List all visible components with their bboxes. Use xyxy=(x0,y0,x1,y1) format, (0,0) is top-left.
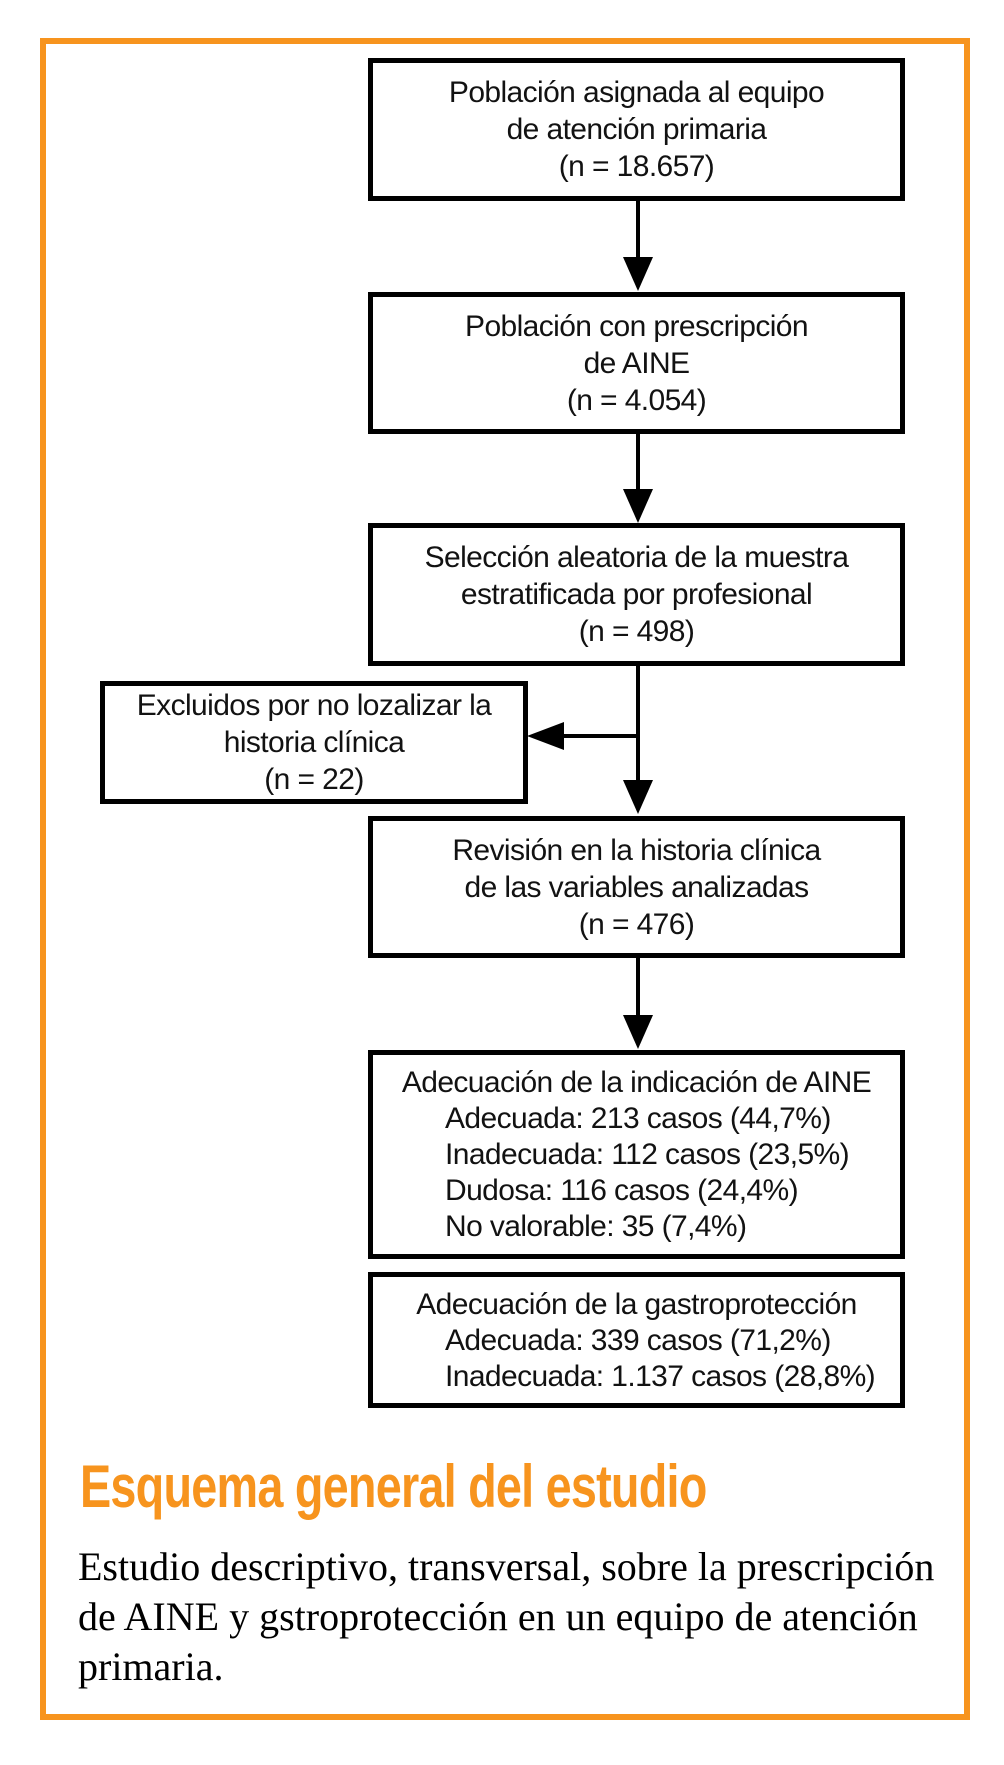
caption-line: de AINE y gstroprotección en un equipo d… xyxy=(78,1594,918,1639)
left-arrow-icon xyxy=(527,722,564,750)
connector-line xyxy=(636,434,640,492)
box-text-line: (n = 476) xyxy=(578,907,695,941)
box-text-line: Selección aleatoria de la muestra xyxy=(424,541,849,574)
box-title: Adecuación de la indicación de AINE xyxy=(401,1066,872,1099)
flowchart-box-record-review: Revisión en la historia clínica de las v… xyxy=(368,816,905,958)
box-text-line: Inadecuada: 1.137 casos (28,8%) xyxy=(445,1359,876,1393)
box-text-line: de atención primaria xyxy=(506,113,767,146)
down-arrow-icon xyxy=(623,489,653,523)
box-text-line: (n = 498) xyxy=(578,615,695,648)
caption-line: primaria. xyxy=(78,1644,224,1689)
box-text-line: de las variables analizadas xyxy=(464,870,809,904)
box-text-line: (n = 18.657) xyxy=(558,150,715,183)
box-text-line: Excluidos por no lozalizar la xyxy=(136,689,492,722)
box-text-line: Adecuada: 213 casos (44,7%) xyxy=(445,1102,831,1135)
connector-line xyxy=(562,734,638,738)
down-arrow-icon xyxy=(623,780,653,814)
box-text-line: Adecuada: 339 casos (71,2%) xyxy=(445,1323,831,1357)
box-text-line: Población con prescripción xyxy=(465,309,809,343)
box-text-line: Dudosa: 116 casos (24,4%) xyxy=(445,1174,799,1207)
flowchart-box-random-sample: Selección aleatoria de la muestra estrat… xyxy=(368,523,905,666)
figure-heading: Esquema general del estudio xyxy=(80,1453,707,1520)
box-text-line: (n = 22) xyxy=(264,763,364,796)
box-text-line: Población asignada al equipo xyxy=(448,76,825,109)
box-text-line: (n = 4.054) xyxy=(566,383,707,417)
box-text-line: estratificada por profesional xyxy=(460,578,813,611)
box-text-line: Inadecuada: 112 casos (23,5%) xyxy=(445,1138,850,1171)
flowchart-box-population-assigned: Población asignada al equipo de atención… xyxy=(368,58,905,201)
connector-line xyxy=(636,666,640,782)
flowchart-box-excluded: Excluidos por no lozalizar la historia c… xyxy=(100,681,528,804)
box-text-line: No valorable: 35 (7,4%) xyxy=(445,1210,747,1243)
flowchart-box-indication-adequacy: Adecuación de la indicación de AINE Adec… xyxy=(368,1050,905,1259)
connector-line xyxy=(636,201,640,259)
down-arrow-icon xyxy=(623,1015,653,1049)
down-arrow-icon xyxy=(623,257,653,291)
figure-caption: Estudio descriptivo, transversal, sobre … xyxy=(78,1542,934,1692)
flowchart-box-nsaid-prescription: Población con prescripción de AINE (n = … xyxy=(368,292,905,434)
flowchart-box-gastroprotection-adequacy: Adecuación de la gastroprotección Adecua… xyxy=(368,1272,905,1408)
caption-line: Estudio descriptivo, transversal, sobre … xyxy=(78,1544,935,1589)
box-text-line: de AINE xyxy=(583,346,690,380)
box-text-line: historia clínica xyxy=(223,726,405,759)
connector-line xyxy=(636,958,640,1016)
box-title: Adecuación de la gastroprotección xyxy=(416,1287,857,1321)
box-text-line: Revisión en la historia clínica xyxy=(452,833,821,867)
